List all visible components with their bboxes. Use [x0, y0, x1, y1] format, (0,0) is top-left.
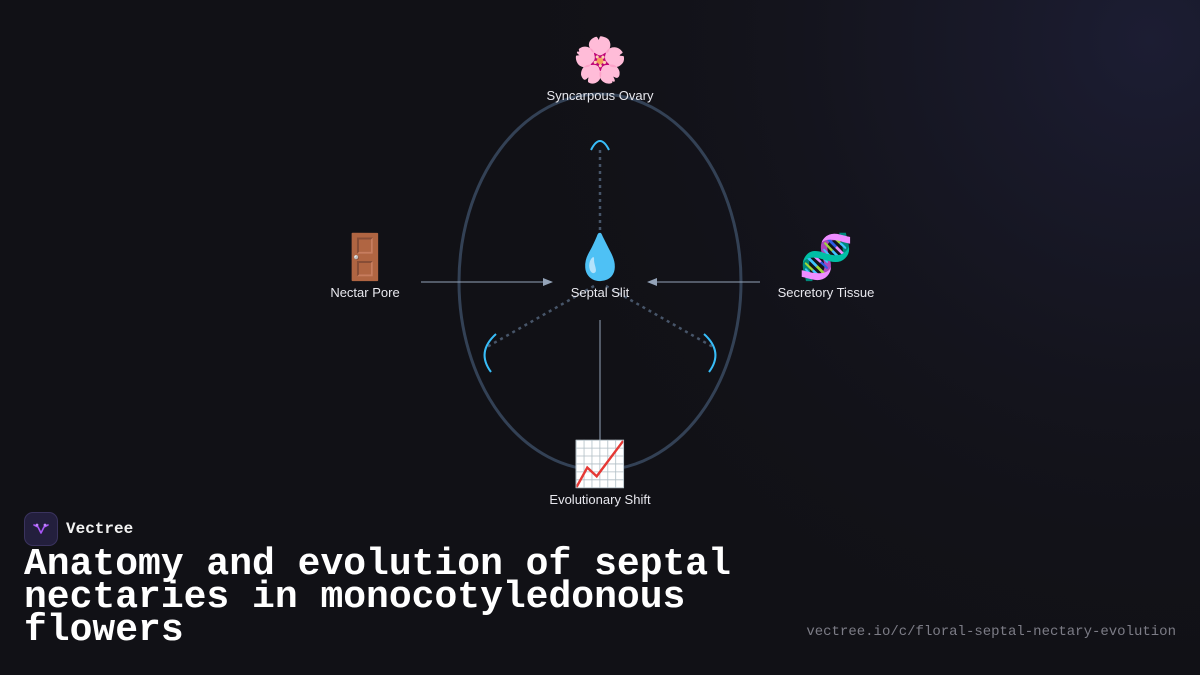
node-label: Secretory Tissue [777, 285, 875, 300]
node-secretory-tissue: 🧬 Secretory Tissue [746, 233, 906, 301]
bracket-right [703, 333, 717, 373]
bracket-top [590, 140, 610, 151]
node-septal-slit: 💧 Septal Slit [520, 233, 680, 301]
brand-name: Vectree [66, 520, 134, 538]
dna-icon: 🧬 [798, 232, 854, 283]
node-evolutionary-shift: 📈 Evolutionary Shift [520, 440, 680, 508]
page-title: Anatomy and evolution of septal nectarie… [24, 543, 731, 652]
droplet-icon: 💧 [572, 232, 628, 283]
node-label: Nectar Pore [330, 285, 400, 300]
door-icon: 🚪 [337, 232, 393, 283]
source-url: vectree.io/c/floral-septal-nectary-evolu… [806, 624, 1176, 640]
node-nectar-pore: 🚪 Nectar Pore [285, 233, 445, 301]
vectree-logo-icon [24, 512, 58, 546]
bracket-left [483, 333, 497, 373]
flower-icon: 🌸 [572, 35, 628, 86]
node-label: Syncarpous Ovary [546, 88, 654, 103]
node-syncarpous-ovary: 🌸 Syncarpous Ovary [520, 36, 680, 104]
node-label: Evolutionary Shift [549, 492, 651, 507]
node-label: Septal Slit [570, 285, 630, 300]
brand: Vectree [24, 512, 133, 546]
chart-increasing-icon: 📈 [572, 439, 628, 490]
